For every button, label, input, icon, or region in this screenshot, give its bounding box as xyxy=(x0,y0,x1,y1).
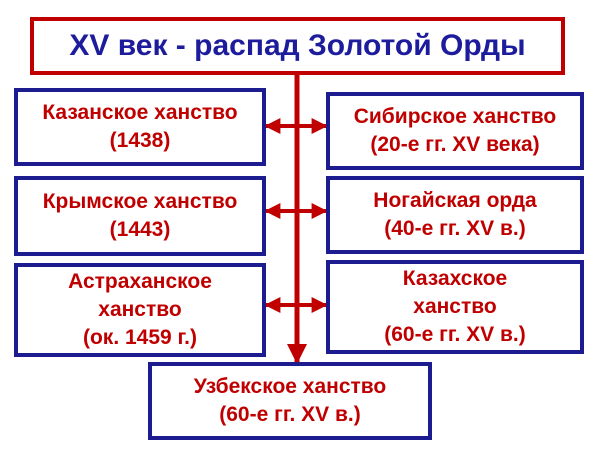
astrakhan-khanate-box: Астраханское ханство (ок. 1459 г.) xyxy=(14,263,266,357)
crimea-name: Крымское ханство xyxy=(42,190,238,213)
title-text: XV век - распад Золотой Орды xyxy=(69,29,526,62)
crimea-khanate-box: Крымское ханство (1443) xyxy=(14,176,266,256)
siberia-name: Сибирское ханство xyxy=(353,105,557,128)
kazakh-name-line2: ханство xyxy=(413,295,497,318)
uzbek-date: (60-е гг. XV в.) xyxy=(219,403,361,426)
nogai-date: (40-е гг. XV в.) xyxy=(384,217,526,240)
uzbek-khanate-box: Узбекское ханство (60-е гг. XV в.) xyxy=(148,362,432,440)
kazan-name: Казанское ханство xyxy=(42,101,238,124)
kazakh-name-line1: Казахское xyxy=(402,267,508,290)
nogai-name: Ногайская орда xyxy=(373,189,537,212)
kazan-khanate-box: Казанское ханство (1438) xyxy=(14,88,266,166)
astrakhan-name-line1: Астраханское xyxy=(68,270,212,293)
kazan-date: (1438) xyxy=(109,129,171,152)
siberia-khanate-box: Сибирское ханство (20-е гг. XV века) xyxy=(326,92,584,170)
title-box: XV век - распад Золотой Орды xyxy=(30,17,565,75)
kazakh-date: (60-е гг. XV в.) xyxy=(384,323,526,346)
siberia-date: (20-е гг. XV века) xyxy=(370,133,540,156)
crimea-date: (1443) xyxy=(109,218,171,241)
nogai-horde-box: Ногайская орда (40-е гг. XV в.) xyxy=(326,176,584,254)
astrakhan-name-line2: ханство xyxy=(98,298,182,321)
uzbek-name: Узбекское ханство xyxy=(193,375,387,398)
astrakhan-date: (ок. 1459 г.) xyxy=(82,326,198,349)
kazakh-khanate-box: Казахское ханство (60-е гг. XV в.) xyxy=(326,260,584,354)
